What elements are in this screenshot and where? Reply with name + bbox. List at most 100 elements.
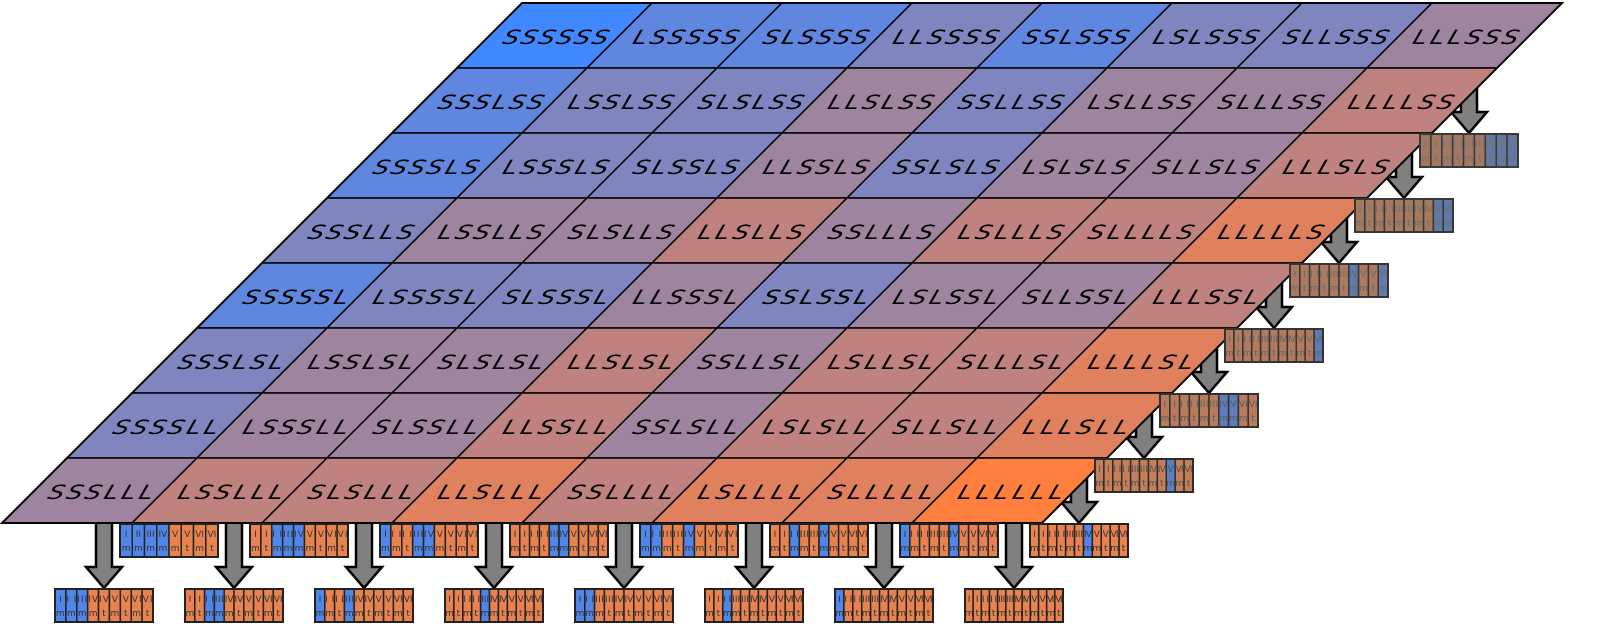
chord-cell: Vt (252, 588, 265, 623)
chord-numeral: I (1303, 270, 1306, 280)
chord-box-border (379, 523, 479, 558)
chord-quality: m (1356, 219, 1365, 229)
chord-cell: It (713, 588, 724, 623)
chord-cell: IVm (1218, 393, 1230, 428)
chord-numeral: III (1131, 465, 1139, 475)
chord-quality: m (445, 609, 454, 619)
chord-quality: t (1077, 544, 1081, 554)
chord-quality: t (582, 544, 586, 554)
grid-cell-label: LLSLSS (825, 92, 937, 114)
chord-quality: m (530, 544, 539, 554)
chord-numeral: III (605, 595, 614, 605)
chord-cell: It (1364, 198, 1376, 233)
chord-cell: IIm (1373, 198, 1386, 233)
chord-numeral: IV (499, 595, 508, 605)
chord-cell: IIm (843, 588, 854, 623)
chord-numeral: V (1370, 270, 1377, 280)
chord-numeral: II (990, 595, 997, 605)
chord-numeral: IV (1414, 205, 1424, 215)
chord-quality: m (525, 609, 534, 619)
chord-numeral: V (1103, 530, 1110, 540)
chord-quality: m (89, 609, 98, 619)
chord-quality: m (717, 544, 726, 554)
chord-numeral: III (810, 530, 819, 540)
chord-cell: IIm (584, 588, 596, 623)
chord-quality: t (1303, 284, 1307, 294)
chord-quality: t (341, 544, 345, 554)
chord-cell: IVm (748, 588, 760, 623)
chord-quality: t (1107, 479, 1111, 489)
chord-numeral: V (509, 595, 516, 605)
chord-numeral: III (77, 595, 87, 605)
chord-cell: Vt (704, 523, 717, 558)
chord-quality: m (1095, 479, 1104, 489)
chord-quality: m (186, 609, 195, 619)
chord-quality: m (195, 544, 204, 554)
chord-cell: Vt (1304, 328, 1315, 363)
chord-quality: t (406, 609, 410, 619)
chord-numeral: V (448, 530, 455, 540)
chord-cell: VIt (793, 588, 804, 623)
chord-quality: m (1149, 479, 1158, 489)
chord-quality: m (1395, 219, 1404, 229)
chord-numeral: VI (786, 595, 794, 605)
chord-cell: It (1299, 263, 1311, 298)
chord-quality: m (1166, 479, 1175, 489)
chord-cell: Vt (119, 588, 132, 623)
chord-numeral: I (189, 595, 192, 605)
chord-cell: IIm (909, 523, 921, 558)
chord-numeral: V (571, 530, 578, 540)
chord-numeral: V (376, 595, 383, 605)
grid-cell-label: LLSSSS (890, 27, 1002, 49)
chord-numeral: IV (750, 595, 759, 605)
chord-numeral: IV (1149, 465, 1158, 475)
chord-numeral: I (708, 595, 711, 605)
chord-quality: m (394, 609, 403, 619)
chord-quality: m (122, 544, 131, 554)
chord-numeral: VI (589, 530, 598, 540)
chord-quality: m (1030, 544, 1039, 554)
chord-cell: Im (1354, 198, 1366, 233)
chord-numeral: I (968, 595, 971, 605)
chord-numeral: IV (950, 530, 960, 540)
chord-numeral: III (595, 595, 604, 605)
chord-quality: m (1225, 349, 1234, 359)
chord-quality: t (608, 609, 612, 619)
chord-quality: m (576, 609, 585, 619)
chord-numeral: IV (820, 530, 830, 540)
chord-quality: m (1379, 284, 1388, 294)
chord-quality: m (158, 544, 167, 554)
chord-quality: m (325, 609, 334, 619)
chord-numeral: V (831, 530, 838, 540)
chord-quality: t (1237, 349, 1241, 359)
chord-numeral: VI (1176, 465, 1184, 475)
chord-numeral: VI (1111, 530, 1119, 540)
chord-cell: IVm (558, 523, 570, 558)
chord-quality: m (1330, 284, 1339, 294)
chord-cell: IIm (271, 523, 284, 558)
chord-cell: Im (54, 588, 67, 623)
grid-cell-label: SLSLLL (305, 482, 417, 504)
chord-cell: VIt (466, 523, 479, 558)
grid-cell-label: LLLLSS (1345, 92, 1457, 114)
chord-quality: t (474, 609, 478, 619)
chord-quality: m (205, 609, 214, 619)
chord-cell: VIm (524, 588, 535, 623)
chord-numeral: I (1033, 530, 1036, 540)
chord-quality: m (767, 609, 776, 619)
chord-quality: m (652, 544, 661, 554)
chord-quality: m (374, 609, 383, 619)
chord-quality: m (1375, 219, 1384, 229)
